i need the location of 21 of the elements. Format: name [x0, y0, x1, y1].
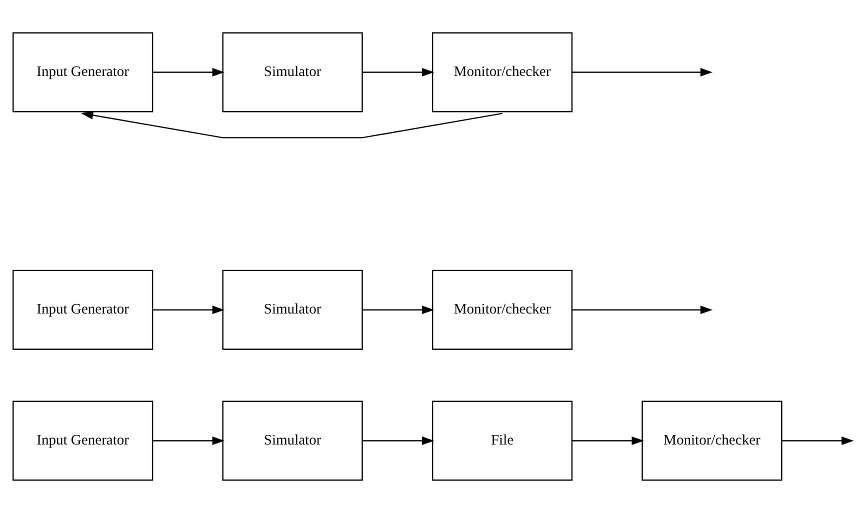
node-box: Simulator — [222, 400, 363, 480]
node-box: Simulator — [222, 269, 363, 350]
arrow — [572, 68, 713, 76]
node-box: File — [432, 400, 573, 480]
node-box: Monitor/checker — [432, 269, 573, 350]
node-box: Input Generator — [12, 269, 154, 350]
node-box: Monitor/checker — [432, 32, 573, 112]
node-box: Input Generator — [12, 400, 154, 480]
arrow — [362, 436, 434, 444]
arrow — [782, 436, 854, 444]
node-box: Monitor/checker — [642, 400, 782, 480]
arrow — [153, 305, 224, 314]
arrow — [81, 110, 502, 138]
arrow — [572, 436, 644, 444]
arrow — [362, 68, 434, 76]
node-box: Simulator — [222, 32, 363, 112]
arrow — [153, 436, 224, 444]
arrow — [362, 305, 434, 314]
arrow — [572, 305, 713, 314]
arrow — [153, 68, 224, 76]
node-box: Input Generator — [12, 32, 154, 112]
